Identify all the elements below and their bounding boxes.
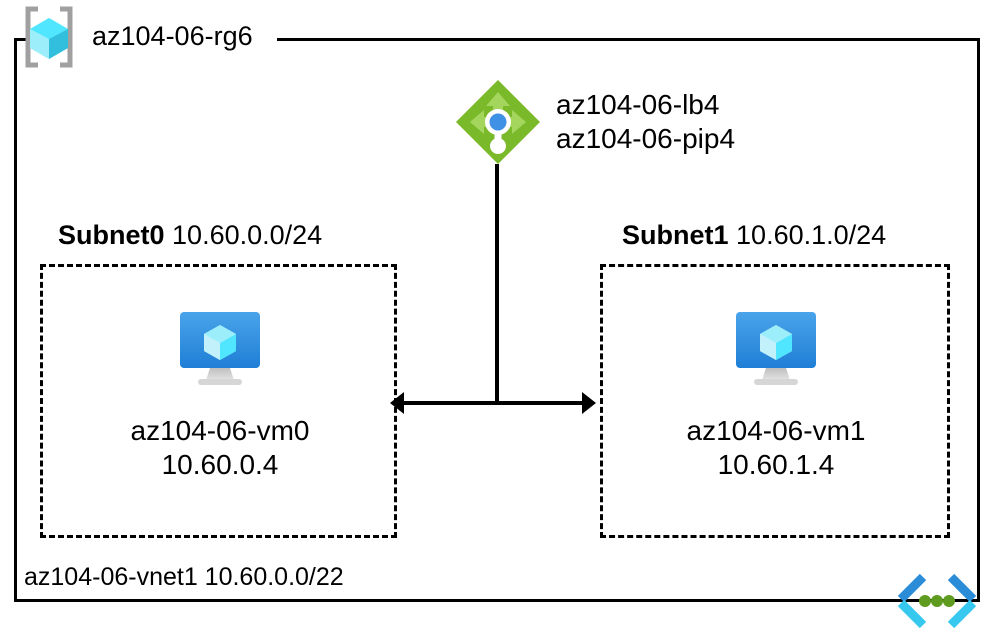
virtual-machine-icon [180, 312, 260, 385]
virtual-network-icon [897, 573, 977, 629]
resource-group-header: az104-06-rg6 [16, 4, 253, 70]
subnet1-name: Subnet1 [622, 220, 729, 250]
load-balancer-icon [456, 80, 540, 164]
resource-group-border-bottom [14, 599, 980, 602]
vm0-name: az104-06-vm0 [130, 415, 310, 446]
subnet0-name: Subnet0 [58, 220, 165, 250]
vm0-labels: az104-06-vm0 10.60.0.4 [131, 414, 310, 481]
load-balancer-connector-line [495, 164, 499, 405]
subnet-connector-line [398, 401, 592, 405]
vm0-ip: 10.60.0.4 [161, 448, 279, 480]
public-ip-name: az104-06-pip4 [556, 123, 736, 154]
vm1-labels: az104-06-vm1 10.60.1.4 [687, 414, 866, 481]
resource-group-label: az104-06-rg6 [92, 20, 253, 51]
load-balancer-labels: az104-06-lb4 az104-06-pip4 [556, 88, 735, 156]
resource-group-cube-icon [25, 6, 73, 68]
load-balancer-group: az104-06-lb4 az104-06-pip4 [452, 76, 735, 168]
resource-group-border-right [977, 38, 980, 602]
virtual-machine-icon [736, 312, 816, 385]
resource-group-border-left [14, 38, 17, 602]
vnet-label: az104-06-vnet1 10.60.0.0/22 [24, 563, 344, 591]
arrow-head-right-icon [582, 392, 596, 414]
subnet1-box [600, 264, 950, 538]
vm1-name: az104-06-vm1 [686, 415, 866, 446]
load-balancer-name: az104-06-lb4 [556, 88, 720, 120]
resource-group-border-top-left [14, 38, 26, 41]
vm1-ip: 10.60.1.4 [717, 448, 835, 480]
subnet0-cidr: 10.60.0.0/24 [172, 220, 323, 250]
subnet0-box [40, 264, 397, 538]
subnet1-cidr: 10.60.1.0/24 [736, 220, 887, 250]
arrow-head-left-icon [390, 392, 404, 414]
vm0-node: az104-06-vm0 10.60.0.4 [72, 308, 368, 481]
vm1-node: az104-06-vm1 10.60.1.4 [628, 308, 924, 481]
subnet1-label: Subnet1 10.60.1.0/24 [622, 222, 886, 249]
resource-group-border-top-right [277, 38, 980, 41]
subnet0-label: Subnet0 10.60.0.0/24 [58, 222, 322, 249]
